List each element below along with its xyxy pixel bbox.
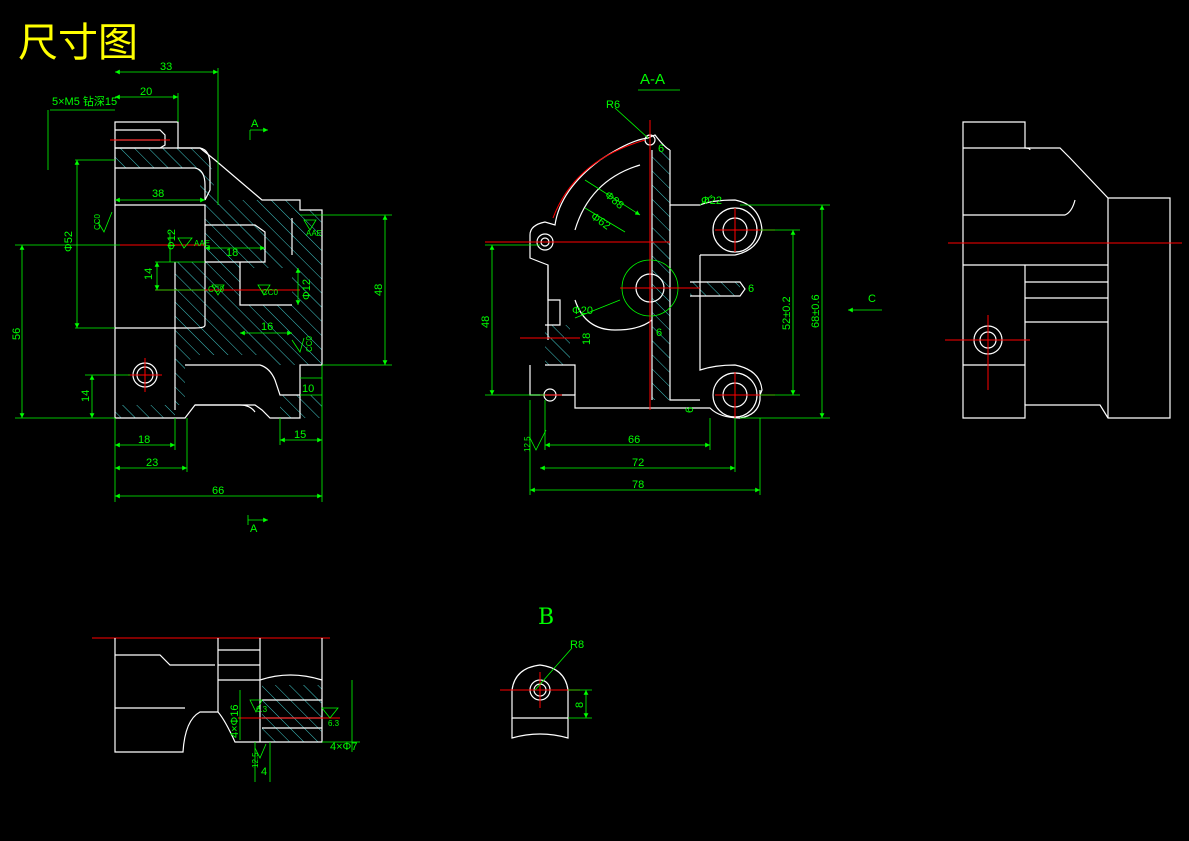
side-view (945, 121, 1182, 419)
dim-phi62: Φ62 (588, 211, 612, 233)
dim-18-bottom: 18 (138, 434, 150, 446)
rough-aae-1: AAE (194, 239, 210, 248)
dim-38: 38 (152, 188, 164, 200)
dim-r8: R8 (570, 639, 584, 651)
section-mark-a-bottom: A (250, 523, 258, 535)
dim-6-center: 6 (656, 327, 662, 339)
front-hatch-right (292, 210, 322, 365)
dim-14-left: 14 (80, 390, 92, 402)
rough-6-3-a: 6.3 (256, 705, 268, 714)
front-hatch-top (115, 148, 215, 205)
view-mark-c: C (868, 293, 876, 305)
dim-phi52: Φ52 (63, 231, 75, 252)
dim-15: 15 (294, 429, 306, 441)
dim-18-aa: 18 (581, 333, 593, 345)
dim-14-inner: 14 (143, 268, 155, 280)
front-hatch-bottom (115, 405, 175, 418)
section-mark-a-top: A (251, 118, 259, 130)
detail-b-label: B (538, 605, 554, 630)
rough-cc0-1: CC0 (93, 213, 102, 230)
front-hatch-base (280, 395, 322, 418)
dim-4xphi16: 4×Φ16 (229, 704, 241, 738)
section-aa-label: A-A (640, 71, 665, 88)
dim-52: 52±0.2 (781, 296, 793, 330)
dim-23: 23 (146, 457, 158, 469)
rough-cc0-4: CC0 (305, 335, 314, 352)
bottom-view: 4×Φ16 6.3 6.3 12.5 4 4×Φ7 (92, 637, 360, 782)
dim-18-inner: 18 (226, 247, 238, 259)
dim-68: 68±0.6 (810, 294, 822, 328)
dim-33: 33 (160, 61, 172, 73)
dim-6-top: 6 (658, 143, 664, 155)
dim-10: 10 (302, 383, 314, 395)
rough-12-5-b: 12.5 (251, 752, 260, 768)
dim-66-aa: 66 (628, 434, 640, 446)
rough-12-5-aa: 12.5 (523, 436, 532, 452)
front-view: A A 33 20 5×M5 钻深15 38 Φ52 56 14 Φ12 18 (11, 61, 392, 535)
dim-4: 4 (261, 766, 267, 778)
dim-48-aa: 48 (480, 316, 492, 328)
dim-phi88: Φ88 (602, 189, 626, 212)
front-hatch-mid (205, 200, 300, 268)
rough-cc0-2: CC0 (208, 285, 225, 294)
dim-8: 8 (574, 702, 586, 708)
detail-b: B R8 8 (500, 605, 592, 739)
dim-4xphi7: 4×Φ7 (330, 741, 357, 753)
dim-6-bottom: 6 (684, 407, 696, 413)
dim-thread-note: 5×M5 钻深15 (52, 94, 117, 108)
dim-48-front: 48 (373, 284, 385, 296)
dim-56: 56 (11, 328, 23, 340)
dim-r6-aa: R6 (606, 99, 620, 111)
dim-phi12-a: Φ12 (166, 229, 178, 250)
dim-phi12-b: Φ12 (301, 279, 313, 300)
front-hatch-center (175, 262, 295, 405)
dim-6-mid: 6 (748, 283, 754, 295)
dim-phi22: Φ22 (701, 195, 722, 207)
rough-cc0-3: CC0 (262, 288, 279, 297)
dim-20: 20 (140, 86, 152, 98)
dim-78: 78 (632, 479, 644, 491)
dim-72: 72 (632, 457, 644, 469)
dim-16: 16 (261, 321, 273, 333)
rough-6-3-b: 6.3 (328, 719, 340, 728)
dim-phi20: Φ20 (572, 305, 593, 317)
rough-aae-2: AAE (306, 229, 322, 238)
drawing-title: 尺寸图 (18, 20, 138, 66)
dim-66-front: 66 (212, 485, 224, 497)
section-aa-view: A-A (480, 71, 882, 495)
